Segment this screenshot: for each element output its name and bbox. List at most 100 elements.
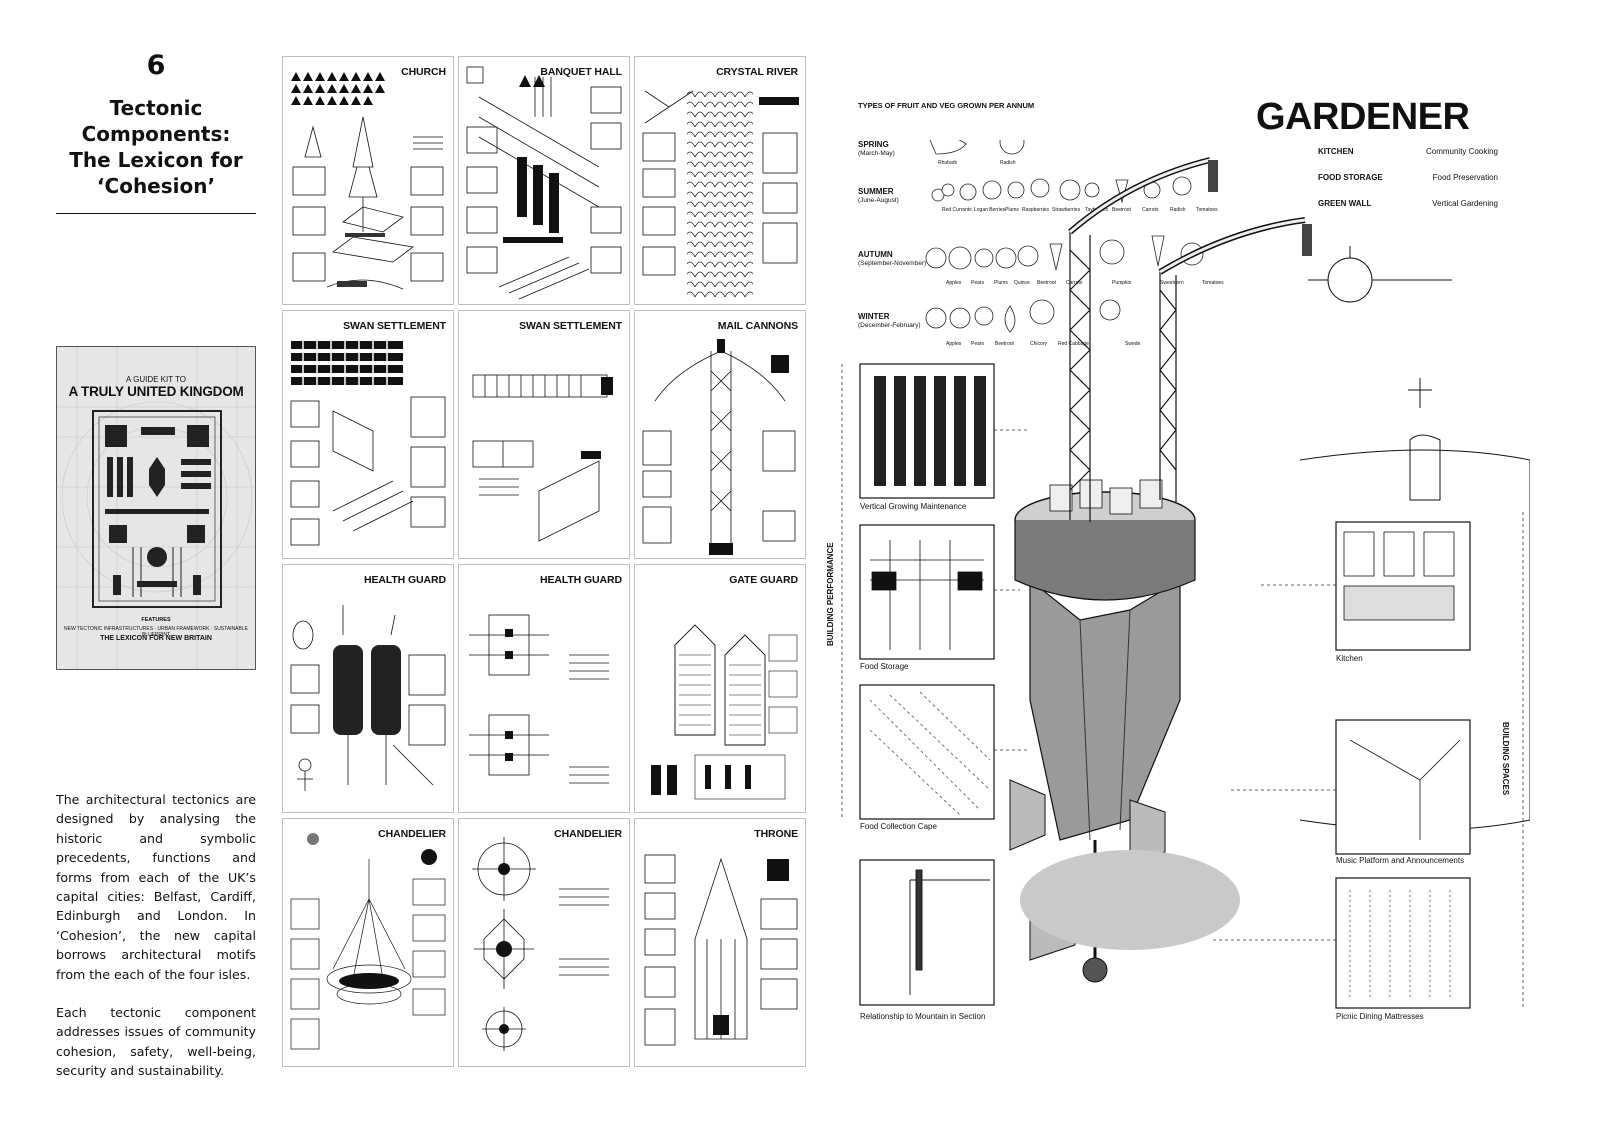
inset-label-music-platform: Music Platform and Announcements xyxy=(1336,856,1465,865)
throne-drawing xyxy=(644,854,798,1046)
sheet-title: THRONE xyxy=(754,828,798,840)
cover-features-label: FEATURES xyxy=(141,617,171,623)
cover-blueprint-illustration xyxy=(57,347,255,669)
produce-label: Apples xyxy=(946,280,962,286)
sheet-title: CRYSTAL RIVER xyxy=(716,66,798,78)
sheet-church: CHURCH xyxy=(282,56,454,305)
gardener-axonometric-illustration xyxy=(841,140,1530,1009)
guide-cover: A GUIDE KIT TO A TRULY UNITED KINGDOM FE… xyxy=(56,346,256,670)
produce-label: Beetroot xyxy=(995,341,1014,347)
season-name: SPRING xyxy=(858,140,889,149)
inset-label-kitchen: Kitchen xyxy=(1336,654,1363,663)
inset-label-mountain-section: Relationship to Mountain in Section xyxy=(860,1012,986,1021)
season-name: SUMMER xyxy=(858,187,894,196)
side-label-building-performance: BUILDING PERFORMANCE xyxy=(826,542,835,646)
right-elements xyxy=(1299,246,1530,831)
sheet-banquet-hall: BANQUET HALL xyxy=(458,56,630,305)
health-guard-plan-drawing xyxy=(469,614,609,784)
cover-kicker: A GUIDE KIT TO xyxy=(125,375,187,384)
sheet-title: CHURCH xyxy=(401,66,446,78)
sheet-swan-settlement-a: SWAN SETTLEMENT xyxy=(282,310,454,559)
season-months: (December-February) xyxy=(858,322,921,329)
sheet-title: SWAN SETTLEMENT xyxy=(519,320,622,332)
cover-title: A TRULY UNITED KINGDOM xyxy=(68,384,244,399)
produce-label: Tomatoes xyxy=(1196,207,1218,213)
season-name: WINTER xyxy=(858,312,890,321)
section-title: Tectonic Components: The Lexicon for ‘Co… xyxy=(56,95,256,199)
space-use: Vertical Gardening xyxy=(1432,199,1498,208)
inset-label-food-collection: Food Collection Cape xyxy=(860,822,937,831)
chandelier-plan-drawing xyxy=(472,837,609,1051)
produce-label: Chicory xyxy=(1030,341,1047,347)
sheet-title: CHANDELIER xyxy=(554,828,622,840)
intro-column: 6 Tectonic Components: The Lexicon for ‘… xyxy=(56,50,256,214)
space-name: KITCHEN xyxy=(1318,147,1354,156)
produce-label: Carrots xyxy=(1066,280,1083,286)
gardener-title: GARDENER xyxy=(1256,96,1470,138)
produce-label: Raspberries xyxy=(1022,207,1049,213)
description-paragraph: The architectural tectonics are designed… xyxy=(56,792,256,982)
produce-label: Carrots xyxy=(1142,207,1159,213)
title-line: ‘Cohesion’ xyxy=(96,174,216,198)
space-use: Community Cooking xyxy=(1425,147,1498,156)
season-months: (September-November) xyxy=(858,260,927,267)
season-summer: SUMMER (June-August) xyxy=(858,187,899,204)
sheet-gate-guard: GATE GUARD xyxy=(634,564,806,813)
side-label-building-spaces: BUILDING SPACES xyxy=(1501,722,1510,796)
produce-label: Red Cabbage xyxy=(1058,341,1089,347)
produce-label: Beetroot xyxy=(1112,207,1131,213)
title-line: Tectonic xyxy=(109,96,203,120)
swan-settlement-plan-drawing xyxy=(472,374,613,542)
sheet-title: HEALTH GUARD xyxy=(363,574,446,586)
chandelier-drawing xyxy=(290,833,446,1050)
sheet-title: MAIL CANNONS xyxy=(717,320,798,332)
description-text: The architectural tectonics are designed… xyxy=(56,790,256,1081)
season-months: (June-August) xyxy=(858,197,899,204)
legend-row: GREEN WALL Vertical Gardening xyxy=(1318,199,1498,225)
space-use: Food Preservation xyxy=(1432,173,1498,182)
sheet-crystal-river: CRYSTAL RIVER xyxy=(634,56,806,305)
season-spring: SPRING (March-May) xyxy=(858,140,895,157)
banquet-hall-drawing xyxy=(466,66,622,300)
produce-label: Apples xyxy=(946,341,962,347)
page-number: 6 xyxy=(146,50,166,81)
produce-label: Swede xyxy=(1125,341,1141,347)
sheet-chandelier-b: CHANDELIER xyxy=(458,818,630,1067)
title-line: The Lexicon for xyxy=(69,148,243,172)
produce-label: Radish xyxy=(1170,207,1186,213)
cover-subtitle: THE LEXICON FOR NEW BRITAIN xyxy=(100,635,212,642)
tower-structure xyxy=(1014,157,1312,983)
description-paragraph: Each tectonic component addresses issues… xyxy=(56,1005,256,1079)
tower-shadow xyxy=(1020,850,1240,950)
church-drawing xyxy=(291,72,444,290)
produce-label: Radish xyxy=(1000,160,1016,166)
sheet-health-guard-b: HEALTH GUARD xyxy=(458,564,630,813)
produce-label: Rhubarb xyxy=(938,160,958,166)
component-sheet-grid: CHURCH BANQUET HALL xyxy=(282,56,806,1076)
sheet-title: SWAN SETTLEMENT xyxy=(343,320,446,332)
inset-label-vertical-growing: Vertical Growing Maintenance xyxy=(860,502,967,511)
sheet-chandelier-a: CHANDELIER xyxy=(282,818,454,1067)
season-winter: WINTER (December-February) xyxy=(858,312,921,329)
sheet-title: BANQUET HALL xyxy=(540,66,622,78)
produce-label: Strawberries xyxy=(1052,207,1081,213)
crystal-river-drawing xyxy=(642,87,799,299)
music-platform-detail xyxy=(1349,739,1461,840)
legend-row: FOOD STORAGE Food Preservation xyxy=(1318,173,1498,199)
produce-label: Red Currants xyxy=(942,207,972,213)
sheet-mail-cannons: MAIL CANNONS xyxy=(634,310,806,559)
produce-label: Plums xyxy=(994,280,1008,286)
spaces-legend: KITCHEN Community Cooking FOOD STORAGE F… xyxy=(1318,147,1498,225)
cover-features-list: NEW TECTONIC INFRASTRUCTURES · URBAN FRA… xyxy=(64,626,248,638)
gate-guard-drawing xyxy=(651,624,798,800)
leader-lines xyxy=(841,364,1524,1008)
season-name: AUTUMN xyxy=(858,250,893,259)
produce-label: Pumpkin xyxy=(1112,280,1132,286)
sheet-throne: THRONE xyxy=(634,818,806,1067)
sheet-swan-settlement-b: SWAN SETTLEMENT xyxy=(458,310,630,559)
swan-settlement-drawing xyxy=(290,339,446,546)
produce-label: Logan Berries xyxy=(974,207,1006,213)
produce-label: Pears xyxy=(971,280,985,286)
produce-label: Beetroot xyxy=(1037,280,1056,286)
legend-row: KITCHEN Community Cooking xyxy=(1318,147,1498,173)
